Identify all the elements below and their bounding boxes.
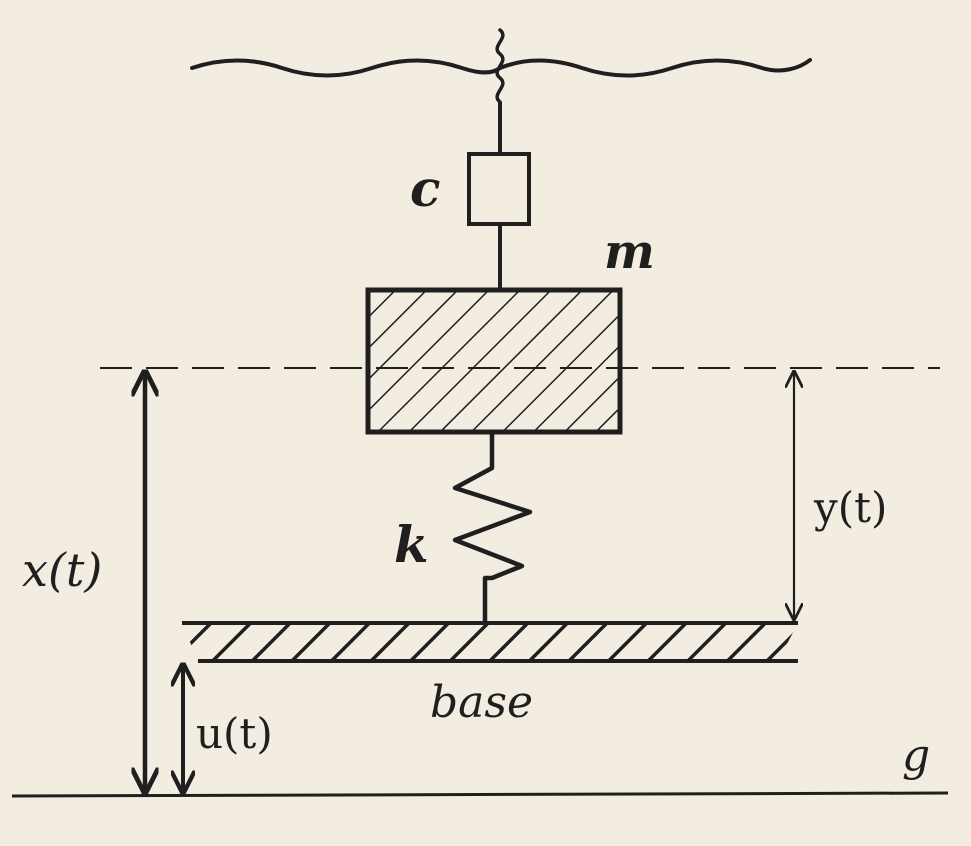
ground-line bbox=[11, 791, 949, 798]
y-displacement-label: y(t) bbox=[813, 483, 887, 532]
spring bbox=[452, 429, 533, 625]
base-label: base bbox=[430, 677, 533, 728]
squiggle-connector bbox=[495, 28, 505, 104]
base-plate bbox=[182, 623, 798, 661]
damper bbox=[467, 152, 531, 226]
u-displacement-label: u(t) bbox=[196, 709, 273, 758]
mass-block bbox=[365, 287, 623, 435]
mass-label: m bbox=[604, 224, 655, 280]
spring-label: k bbox=[394, 515, 429, 574]
x-displacement-label: x(t) bbox=[22, 543, 102, 597]
ground-label: g bbox=[902, 730, 930, 781]
damper-label: c bbox=[410, 159, 440, 218]
